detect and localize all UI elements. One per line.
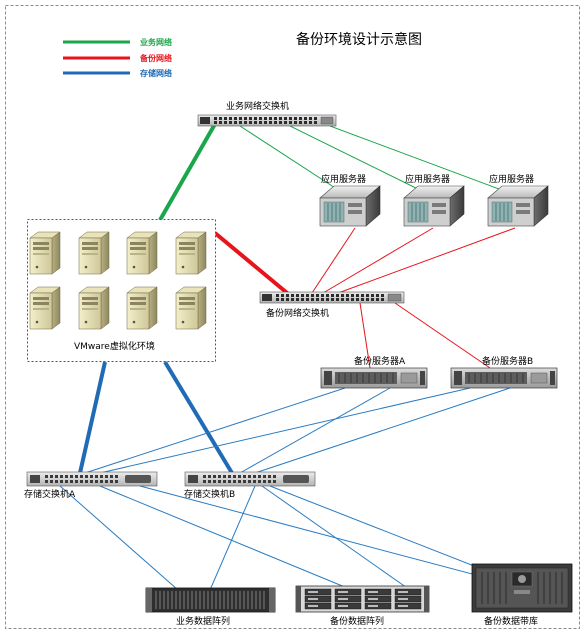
- legend-label-business: 业务网络: [140, 37, 172, 47]
- app-server-1-label: 应用服务器: [321, 173, 366, 185]
- tape-library-icon: [471, 563, 573, 613]
- backup-data-array[interactable]: 备份数据阵列: [295, 585, 430, 627]
- backup-links: [213, 227, 516, 369]
- legend: 业务网络 备份网络 存储网络: [63, 37, 172, 78]
- rack-server-icon: [319, 185, 381, 227]
- rack-server-icon: [320, 367, 428, 389]
- storage-switch-b[interactable]: 存储交换机B: [184, 471, 316, 500]
- backup-tape-library[interactable]: 备份数据带库: [471, 563, 573, 627]
- backup-array-label: 备份数据阵列: [330, 615, 384, 627]
- backup-server-b[interactable]: 备份服务器B: [450, 355, 558, 389]
- diagram-title: 备份环境设计示意图: [296, 31, 422, 48]
- app-server-2[interactable]: 应用服务器: [403, 173, 465, 227]
- storage-switch-a-label: 存储交换机A: [24, 488, 76, 500]
- disk-array-icon: [145, 587, 276, 613]
- storage-links: [59, 360, 521, 591]
- business-data-array[interactable]: 业务数据阵列: [145, 587, 276, 627]
- backup-server-a[interactable]: 备份服务器A: [320, 355, 428, 389]
- backup-server-a-label: 备份服务器A: [354, 355, 406, 367]
- disk-array-icon: [295, 585, 430, 613]
- business-array-label: 业务数据阵列: [176, 615, 230, 627]
- app-server-3[interactable]: 应用服务器: [487, 173, 549, 227]
- diagram-border: [5, 5, 580, 629]
- business-links: [158, 123, 516, 221]
- business-network-switch[interactable]: 业务网络交换机: [197, 100, 337, 127]
- network-switch-icon: [26, 471, 158, 487]
- network-switch-icon: [197, 114, 337, 127]
- legend-label-storage: 存储网络: [139, 68, 172, 78]
- legend-item-business: 业务网络: [63, 37, 172, 47]
- rack-server-icon: [487, 185, 549, 227]
- legend-item-storage: 存储网络: [63, 68, 172, 78]
- network-switch-icon: [184, 471, 316, 487]
- storage-switch-a[interactable]: 存储交换机A: [24, 471, 158, 500]
- legend-label-backup: 备份网络: [139, 53, 172, 63]
- app-server-1[interactable]: 应用服务器: [319, 173, 381, 227]
- vmware-label: VMware虚拟化环境: [74, 340, 155, 352]
- app-server-2-label: 应用服务器: [405, 173, 450, 185]
- tower-server-icon: [29, 231, 207, 330]
- backup-server-b-label: 备份服务器B: [482, 355, 533, 367]
- rack-server-icon: [403, 185, 465, 227]
- business-switch-label: 业务网络交换机: [226, 100, 289, 112]
- network-switch-icon: [259, 291, 405, 304]
- tape-library-label: 备份数据带库: [484, 615, 538, 627]
- rack-server-icon: [450, 367, 558, 389]
- storage-switch-b-label: 存储交换机B: [184, 488, 235, 500]
- app-server-3-label: 应用服务器: [489, 173, 534, 185]
- legend-item-backup: 备份网络: [63, 53, 172, 63]
- backup-network-switch[interactable]: 备份网络交换机: [259, 291, 405, 319]
- vmware-environment[interactable]: VMware虚拟化环境: [27, 219, 216, 362]
- backup-switch-label: 备份网络交换机: [266, 307, 329, 319]
